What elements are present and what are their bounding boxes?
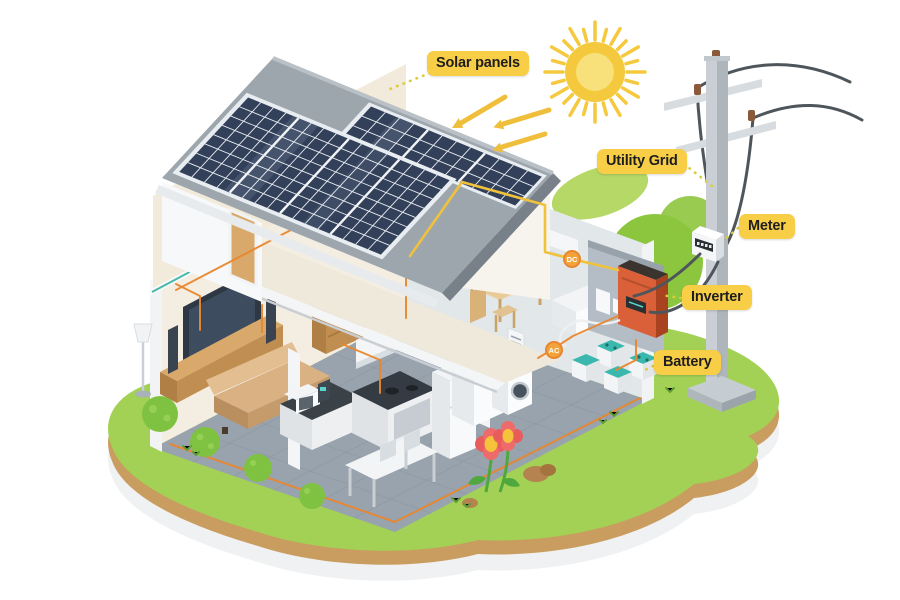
battery-unit xyxy=(604,366,632,394)
solar-array-upper xyxy=(338,102,547,209)
flower xyxy=(493,421,523,451)
solar-array-main xyxy=(172,93,456,260)
desk-drawers xyxy=(470,285,486,323)
inverter-top xyxy=(618,260,668,280)
label-utility-grid: Utility Grid xyxy=(597,149,687,174)
insulator xyxy=(694,84,701,95)
battery-unit xyxy=(629,352,657,380)
dining-table xyxy=(345,437,438,480)
stool xyxy=(492,305,518,317)
bush xyxy=(244,454,272,482)
sofa-back xyxy=(206,342,300,395)
panel-feed-wire xyxy=(408,180,464,258)
landscaping xyxy=(142,387,675,509)
flowers xyxy=(468,421,523,493)
label-battery: Battery xyxy=(654,350,721,375)
eave-band xyxy=(155,185,439,308)
floor-slab-top xyxy=(203,240,560,383)
ridge-cap xyxy=(272,56,554,175)
pole-footing xyxy=(688,376,756,403)
ac-badge: AC xyxy=(545,341,563,359)
sofa-seat xyxy=(214,359,330,413)
dc-wire xyxy=(460,180,620,272)
floor-slab-edge xyxy=(195,263,505,390)
microwave xyxy=(284,384,320,400)
battery-unit xyxy=(597,340,625,368)
dc-badge: DC xyxy=(563,250,581,268)
speaker-left xyxy=(168,325,178,374)
chair xyxy=(380,439,396,462)
grass-tufts xyxy=(182,387,675,509)
utility-pole xyxy=(632,50,864,412)
roof-right-edge xyxy=(442,173,561,301)
heat-pump-wall-unit xyxy=(545,228,578,256)
house xyxy=(134,58,668,532)
sunlight-arrows xyxy=(452,94,552,153)
floor-lamp-shade xyxy=(133,323,153,343)
wall-notice xyxy=(596,288,610,315)
pole-face xyxy=(706,60,717,396)
kitchen xyxy=(280,323,477,507)
speaker-right xyxy=(266,295,276,344)
battery-unit xyxy=(572,354,600,382)
battery-bank xyxy=(572,340,657,394)
sun-icon xyxy=(543,20,647,124)
bush xyxy=(142,396,178,432)
sun-rays xyxy=(543,20,647,124)
rock xyxy=(540,464,556,476)
bush xyxy=(299,483,325,509)
chair xyxy=(404,429,420,452)
tv-console xyxy=(160,316,283,381)
callout-leaders xyxy=(388,71,740,373)
label-meter: Meter xyxy=(739,214,795,239)
insulator xyxy=(748,110,755,121)
bush xyxy=(190,427,220,457)
meter-display xyxy=(695,238,713,252)
rock xyxy=(462,498,478,508)
label-solar-panels: Solar panels xyxy=(427,51,529,76)
label-inverter: Inverter xyxy=(682,285,752,310)
inverter-side xyxy=(656,274,668,338)
